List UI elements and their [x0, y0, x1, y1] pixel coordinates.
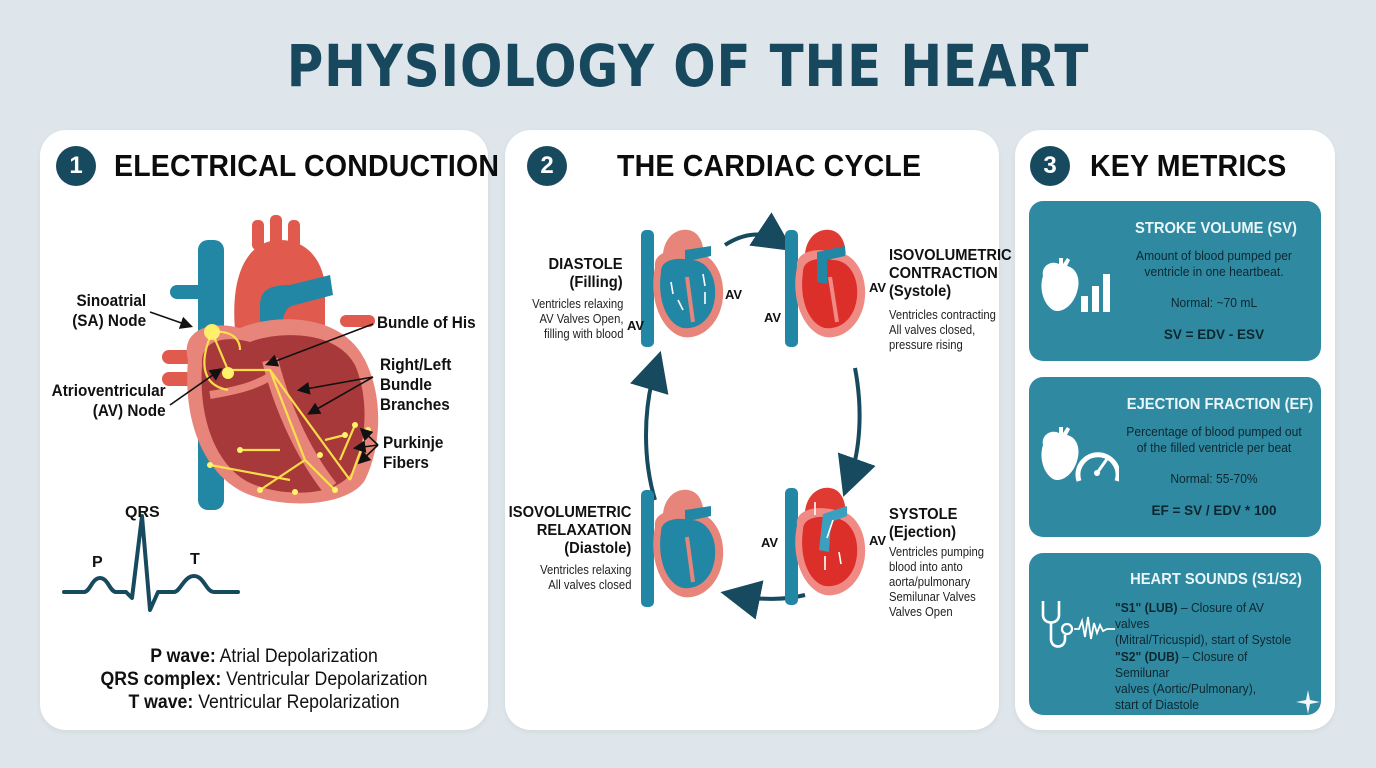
legend-t-wave: T wave: Ventricular Repolarization	[128, 692, 400, 713]
heart-conduction-diagram	[162, 215, 379, 510]
ecg-waveform	[62, 514, 240, 612]
panel-header: 3 KEY METRICS	[1030, 146, 1304, 186]
label-bundle-of-his: Bundle of His	[377, 313, 476, 332]
heart-sound-s1: "S1" (LUB) – Closure of AV valves (Mitra…	[1115, 600, 1292, 647]
ecg-legend: P wave: Atrial Depolarization QRS comple…	[40, 645, 488, 714]
metric-card-ejection-fraction: EJECTION FRACTION (EF) Percentage of blo…	[1029, 377, 1321, 537]
page-title: PHYSIOLOGY OF THE HEART	[286, 32, 1090, 100]
metric-normal-value: Normal: 55-70%	[1170, 471, 1258, 486]
ecg-label-t: T	[190, 551, 200, 568]
panel-electrical-conduction: 1 ELECTRICAL CONDUCTION	[40, 130, 499, 730]
panel-title: THE CARDIAC CYCLE	[617, 148, 922, 183]
metric-title: EJECTION FRACTION (EF)	[1126, 396, 1314, 413]
av-valve-label: AV	[627, 318, 645, 333]
panel-title: KEY METRICS	[1090, 148, 1287, 183]
cycle-arrows	[630, 212, 876, 620]
stage-title-systole: SYSTOLE(Ejection)	[889, 506, 958, 541]
step-number-badge: 2	[527, 146, 567, 186]
metric-title: STROKE VOLUME (SV)	[1135, 220, 1297, 237]
panel-header: 2 THE CARDIAC CYCLE	[527, 146, 948, 186]
metric-title: HEART SOUNDS (S1/S2)	[1130, 571, 1302, 588]
heart-bar-chart-icon	[1041, 258, 1110, 312]
panel-cardiac-cycle: 2 THE CARDIAC CYCLE	[505, 130, 1012, 730]
av-valve-label: AV	[869, 280, 887, 295]
heart-isovolumetric-contraction	[785, 229, 866, 347]
av-valve-label: AV	[764, 310, 782, 325]
av-valve-label: AV	[725, 287, 743, 302]
av-valve-label: AV	[869, 533, 887, 548]
legend-p-wave: P wave: Atrial Depolarization	[150, 646, 378, 667]
heart-systole-ejection	[785, 487, 866, 605]
metric-card-stroke-volume: STROKE VOLUME (SV) Amount of blood pumpe…	[1029, 201, 1321, 361]
label-sa-node: Sinoatrial(SA) Node	[72, 291, 146, 330]
ecg-label-qrs: QRS	[125, 504, 160, 521]
stage-title-diastole: DIASTOLE(Filling)	[548, 256, 623, 291]
step-number-badge: 1	[56, 146, 96, 186]
metric-formula: SV = EDV - ESV	[1163, 327, 1265, 342]
ecg-label-p: P	[92, 554, 103, 571]
metric-formula: EF = SV / EDV * 100	[1151, 503, 1277, 518]
metric-card-heart-sounds: HEART SOUNDS (S1/S2) "S1" (LUB) – Closur…	[1029, 553, 1321, 715]
label-av-node: Atrioventricular(AV) Node	[52, 381, 166, 420]
panel-header: 1 ELECTRICAL CONDUCTION	[56, 146, 533, 186]
heart-gauge-icon	[1041, 427, 1119, 482]
panel-title: ELECTRICAL CONDUCTION	[114, 148, 500, 183]
legend-qrs-complex: QRS complex: Ventricular Depolarization	[100, 669, 428, 690]
step-number-badge: 3	[1030, 146, 1070, 186]
av-valve-label: AV	[761, 535, 779, 550]
stethoscope-waveform-icon	[1041, 601, 1115, 648]
panel-key-metrics: 3 KEY METRICS STROKE VOLUME (SV) Amount …	[1015, 130, 1335, 730]
heart-diastole-filling	[641, 229, 724, 347]
sparkle-icon	[1296, 690, 1320, 714]
heart-isovolumetric-relaxation	[641, 489, 724, 607]
metric-normal-value: Normal: ~70 mL	[1170, 295, 1258, 310]
heart-sound-s2: "S2" (DUB) – Closure of Semilunar valves…	[1115, 649, 1257, 712]
